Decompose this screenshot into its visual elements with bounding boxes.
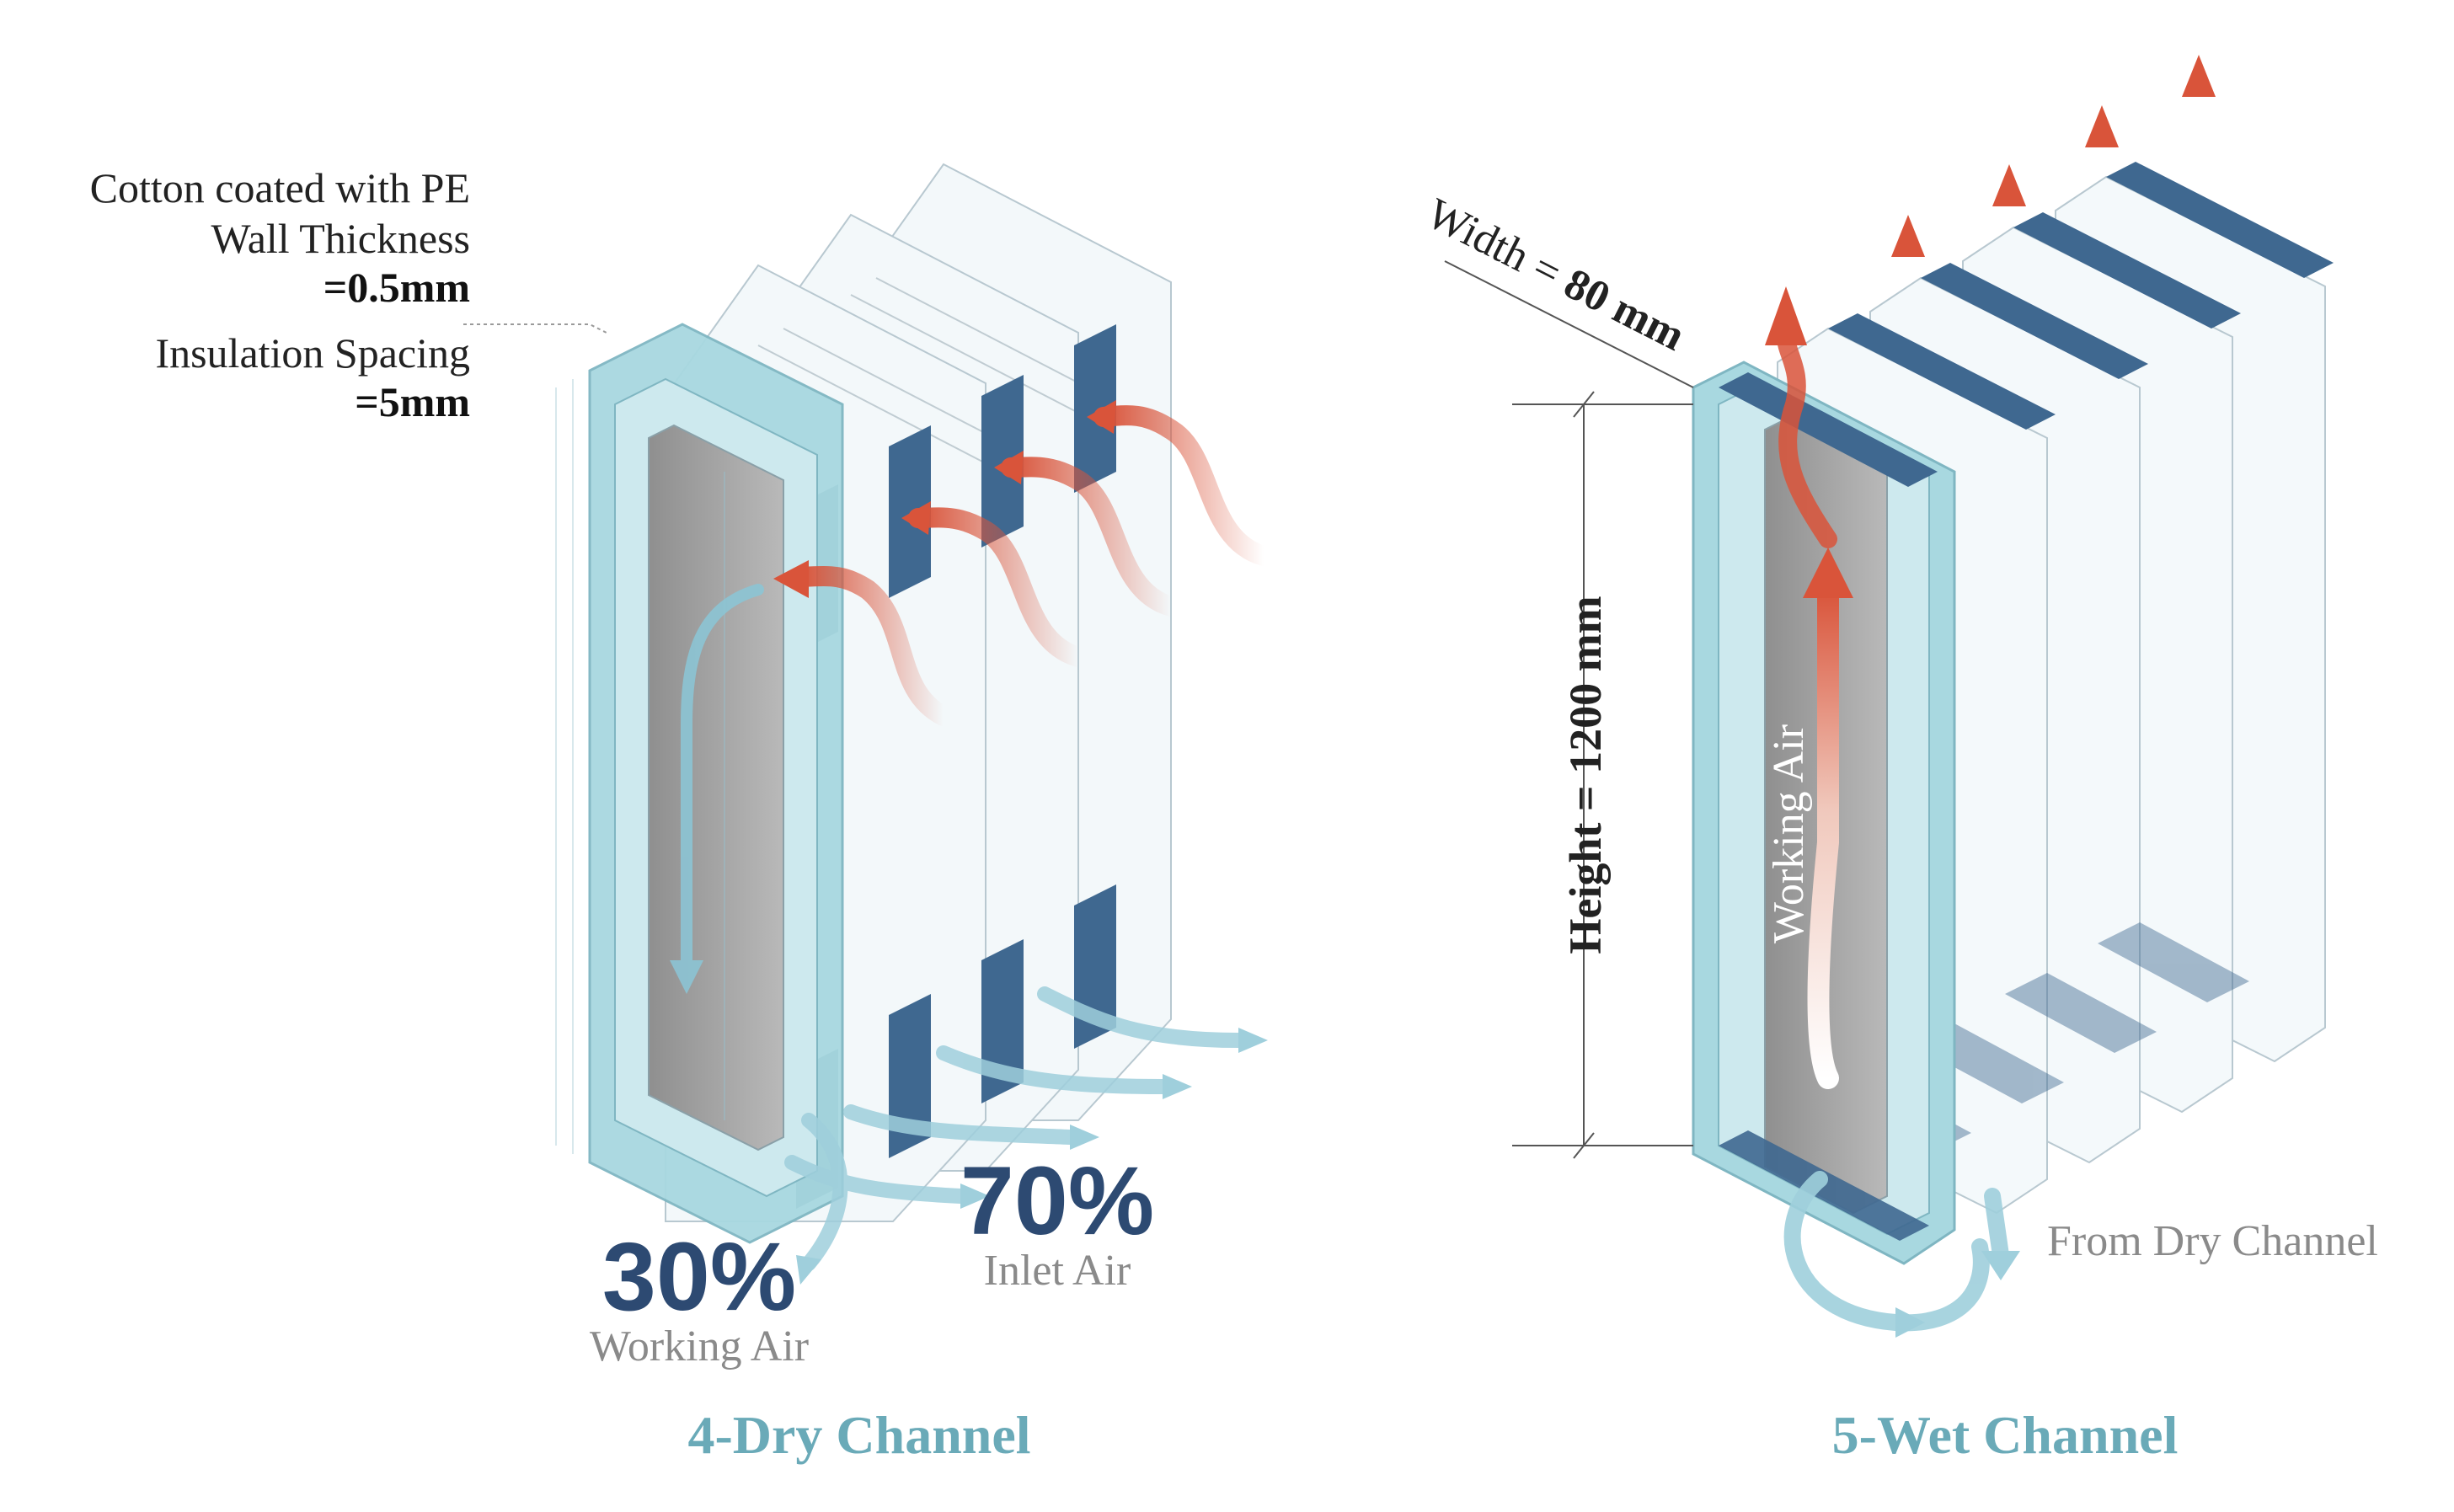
working-air-percent: 30% (602, 1223, 796, 1331)
from-dry-arrowheads (1895, 1251, 2020, 1338)
height-dimension-line (1512, 391, 1693, 1159)
wet-top-slots (1828, 162, 2334, 430)
from-dry-channel-flow (1783, 1171, 2009, 1332)
material-leader-line (463, 323, 607, 334)
wet-outlet-arrowheads (1891, 55, 2216, 257)
dry-slot-top-1 (889, 425, 931, 598)
dry-outlet-arrowheads (796, 1028, 1268, 1285)
insulation-spacing-label: Insulation Spacing (155, 329, 470, 377)
inlet-air-percent: 70% (960, 1147, 1154, 1255)
width-dimension-line (1444, 260, 1694, 388)
insulation-spacing-value: =5mm (355, 378, 470, 425)
wet-outlet-hot-arrows (1901, 85, 2206, 412)
inlet-air-label: Inlet Air (984, 1247, 1131, 1295)
wet-working-air-flow (1765, 286, 1853, 1089)
wet-slot-top-2 (1828, 313, 2056, 430)
working-air-label: Working Air (590, 1322, 809, 1370)
dry-channel-assembly (463, 163, 1274, 1285)
hot-arrow-4 (1093, 405, 1274, 566)
dry-working-air-flow (670, 584, 764, 994)
from-dry-channel-label: From Dry Channel (2047, 1217, 2378, 1265)
dry-slot-top-2 (981, 375, 1024, 548)
dry-outlet-cold-arrows (784, 986, 1246, 1271)
material-label: Cotton coated with PE (90, 164, 470, 211)
wet-channel-title: 5-Wet Channel (1832, 1405, 2179, 1465)
wet-slot-top-4 (2013, 212, 2241, 329)
dry-hot-arrowheads (773, 400, 1116, 598)
dry-front-channel (588, 323, 844, 1244)
hot-arrow-2 (908, 507, 1088, 667)
hot-arrow-3 (1001, 457, 1181, 617)
dry-channel-title: 4-Dry Channel (687, 1405, 1030, 1465)
width-label: Width = 80 mm (1419, 190, 1692, 361)
wet-working-air-label: Working Air (1765, 724, 1813, 943)
wet-channel-assembly (1444, 55, 2334, 1338)
width-prefix: Width = (1419, 190, 1579, 302)
wall-thickness-label: Wall Thickness (211, 215, 471, 262)
hot-arrow-1 (790, 566, 954, 726)
wall-thickness-value: =0.5mm (323, 264, 470, 311)
dry-slot-top-3 (1074, 324, 1116, 493)
width-value: 80 mm (1557, 259, 1692, 361)
dry-inlet-hot-arrows (790, 405, 1274, 726)
wet-slot-top-5 (2106, 162, 2334, 278)
height-label: Height = 1200 mm (1560, 596, 1611, 954)
wet-slot-top-3 (1921, 263, 2148, 379)
